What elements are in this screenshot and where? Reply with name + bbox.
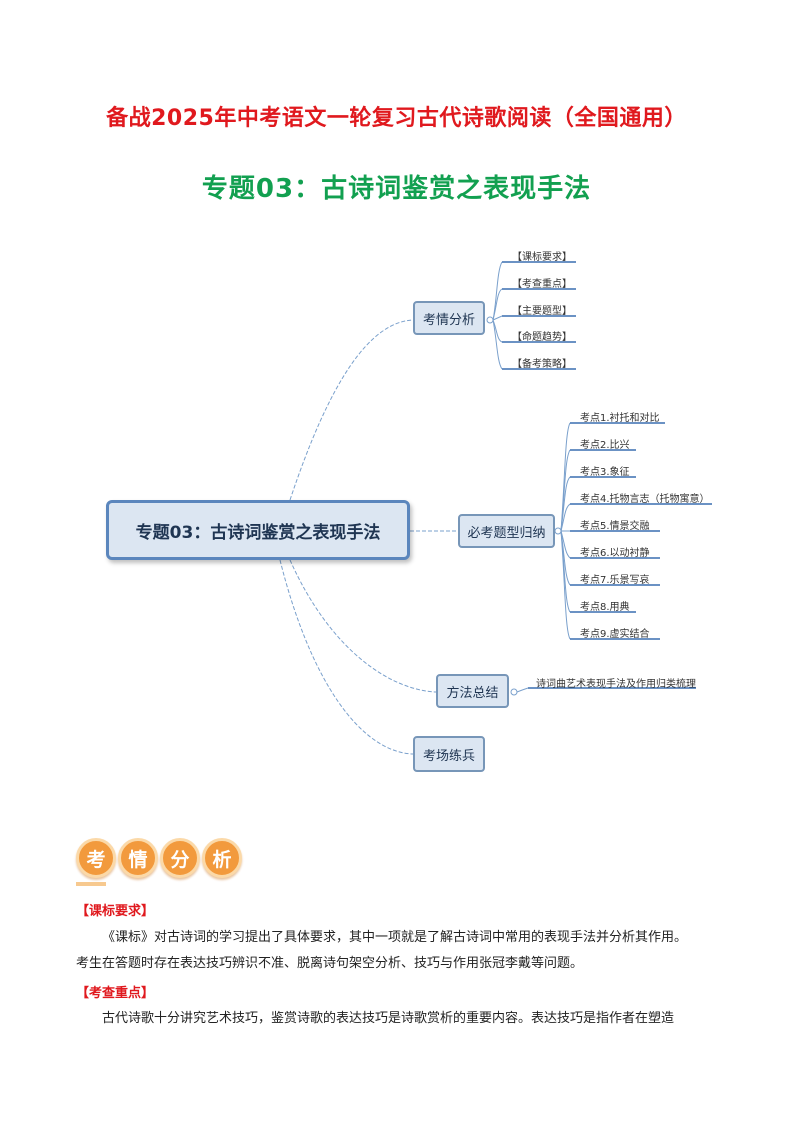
banner-char-4: 析	[202, 838, 242, 878]
para-kebiao-line2: 考生在答题时存在表达技巧辨识不准、脱离诗句架空分析、技巧与作用张冠李戴等问题。	[76, 956, 584, 971]
document-title: 备战2025年中考语文一轮复习古代诗歌阅读（全国通用）	[106, 106, 687, 131]
leaf-bikao-8: 考点8.用典	[580, 602, 630, 613]
heading-kaocha: 【考查重点】	[76, 986, 155, 1001]
heading-kebiao: 【课标要求】	[76, 904, 155, 919]
bikao-leaf-connectors	[554, 422, 571, 640]
leaf-kaoqing-4: 【命题趋势】	[512, 332, 572, 343]
banner-underline	[76, 882, 106, 886]
leaf-bikao-3: 考点3.象征	[580, 467, 630, 478]
connector-fangfa	[289, 559, 437, 693]
connector-kaochang	[279, 559, 414, 755]
leaf-bikao-6: 考点6.以动衬静	[580, 548, 650, 559]
leaf-fangfa-1: 诗词曲艺术表现手法及作用归类梳理	[536, 679, 696, 690]
kaoqing-leaf-connectors	[486, 261, 503, 370]
leaf-bikao-9: 考点9.虚实结合	[580, 629, 650, 640]
leaf-kaoqing-1: 【课标要求】	[512, 252, 572, 263]
document-subtitle: 专题03：古诗词鉴赏之表现手法	[201, 174, 592, 204]
banner-char-3: 分	[160, 838, 200, 878]
branch-kaoqing: 考情分析	[413, 301, 485, 335]
leaf-kaoqing-2: 【考查重点】	[512, 279, 572, 290]
leaf-bikao-5: 考点5.情景交融	[580, 521, 650, 532]
leaf-kaoqing-3: 【主要题型】	[512, 306, 572, 317]
leaf-bikao-1: 考点1.衬托和对比	[580, 413, 660, 424]
leaf-bikao-7: 考点7.乐景写哀	[580, 575, 650, 586]
para-kebiao-line1: 《课标》对古诗词的学习提出了具体要求，其中一项就是了解古诗词中常用的表现手法并分…	[102, 930, 688, 945]
branch-fangfa: 方法总结	[436, 674, 509, 708]
section-banner-kaoqing: 考 情 分 析	[76, 838, 242, 882]
mindmap-connectors	[279, 261, 712, 755]
branch-bikao: 必考题型归纳	[458, 514, 555, 548]
leaf-kaoqing-5: 【备考策略】	[512, 359, 572, 370]
banner-char-2: 情	[118, 838, 158, 878]
para-kaocha-line1: 古代诗歌十分讲究艺术技巧，鉴赏诗歌的表达技巧是诗歌赏析的重要内容。表达技巧是指作…	[102, 1011, 675, 1026]
leaf-bikao-4: 考点4.托物言志（托物寓意）	[580, 494, 710, 505]
branch-kaochang: 考场练兵	[413, 736, 485, 772]
banner-char-1: 考	[76, 838, 116, 878]
mindmap-central-node: 专题03：古诗词鉴赏之表现手法	[106, 500, 410, 560]
leaf-bikao-2: 考点2.比兴	[580, 440, 630, 451]
connector-kaoqing	[289, 319, 414, 501]
